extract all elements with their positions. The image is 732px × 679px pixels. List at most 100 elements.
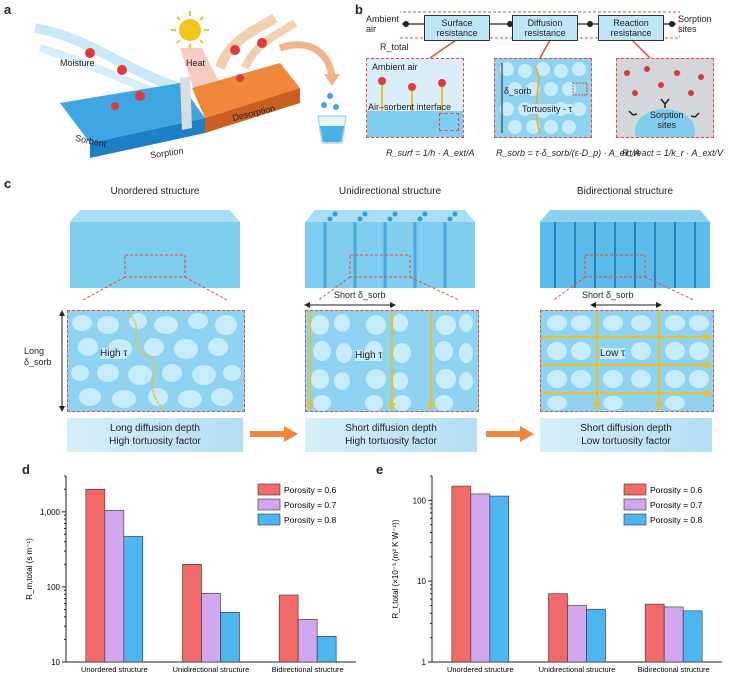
surface-resistance-box: Surface resistance (424, 15, 490, 41)
bar (470, 493, 491, 663)
bar (567, 605, 587, 663)
caption-unordered: Long diffusion depth High tortuosity fac… (67, 418, 243, 452)
y-tick-label: 1,000 (40, 508, 61, 517)
panel-b-label: b (355, 2, 363, 17)
diffusion-inset (494, 58, 592, 138)
caption-unidirectional-line1: Short diffusion depth (345, 423, 437, 434)
ambient-air-label: Ambient air (366, 14, 400, 34)
legend-swatch (623, 513, 647, 526)
sorbent-block (60, 83, 205, 143)
structure-title-unidirectional: Unidirectional structure (338, 186, 442, 197)
tau-unidirectional: High τ (355, 350, 383, 361)
short-delta-label-1: Short δ_sorb (334, 290, 386, 300)
short-delta-label-2: Short δ_sorb (582, 290, 634, 300)
panel-a-label: a (4, 2, 12, 17)
legend-label: Porosity = 0.8 (284, 515, 336, 525)
equation-sorb: R_sorb = τ·δ_sorb/(ε·D_p) · A_ext/A (496, 148, 641, 158)
zoom-bidirectional (540, 310, 714, 412)
inset-interface: Air–sorbent interface (368, 102, 452, 112)
legend-swatch (257, 498, 281, 511)
panel-e-label: e (376, 462, 384, 477)
bar (586, 608, 606, 663)
zoom-unidirectional (305, 310, 479, 412)
legend-swatch (257, 483, 281, 496)
sun-icon (171, 11, 209, 49)
y-tick-label: 10 (51, 658, 60, 667)
diffusion-resistance-box: Diffusion resistance (512, 15, 578, 41)
tau-bidirectional: Low τ (600, 348, 626, 359)
heat-label: Heat (186, 58, 206, 68)
legend-label: Porosity = 0.6 (284, 485, 336, 495)
caption-unordered-line1: Long diffusion depth (110, 423, 200, 434)
long-delta-arrow (59, 310, 65, 412)
equation-react: R_react = 1/k_r · A_ext/V (622, 148, 723, 158)
inset-delta: δ_sorb (504, 86, 532, 96)
structure-blocks (70, 210, 710, 300)
bar (278, 594, 299, 663)
x-tick-label: Bidirectional structure (638, 665, 710, 674)
surface-inset (366, 58, 464, 138)
x-tick-label: Unordered structure (447, 665, 514, 674)
bar (644, 603, 665, 663)
arrow-right-icon (486, 426, 534, 442)
legend-swatch (623, 498, 647, 511)
legend-label: Porosity = 0.8 (650, 515, 702, 525)
water-cup-icon (317, 115, 347, 144)
long-delta-label: Long δ_sorb (24, 346, 52, 367)
moisture-label: Moisture (60, 58, 95, 68)
panel-d-label: d (22, 462, 30, 477)
bar (663, 606, 684, 663)
bar (104, 509, 125, 663)
legend-label: Porosity = 0.7 (650, 500, 702, 510)
desorption-block (192, 63, 300, 118)
bar (182, 564, 202, 663)
y-tick-label: 10 (417, 577, 426, 586)
x-tick-label: Unordered structure (81, 665, 148, 674)
water-drop-icon (321, 93, 339, 110)
bar (489, 495, 510, 663)
reaction-resistance-box: Reaction resistance (598, 15, 664, 41)
sorption-sites-label: Sorption sites (678, 14, 712, 34)
caption-bidirectional-line2: Low tortuosity factor (581, 436, 671, 447)
bar (220, 611, 240, 663)
short-delta-arrows (304, 302, 662, 308)
inset-sorption-sites: Sorption sites (650, 110, 684, 130)
caption-unidirectional-line2: High tortuosity factor (345, 436, 437, 447)
arrow-right-icon (250, 426, 298, 442)
bar (548, 593, 568, 663)
x-tick-label: Bidirectional structure (272, 665, 344, 674)
panel-a-illustration (34, 11, 347, 158)
structure-title-unordered: Unordered structure (110, 186, 200, 197)
caption-arrows (250, 426, 534, 442)
caption-bidirectional-line1: Short diffusion depth (580, 423, 672, 434)
bar (451, 485, 472, 663)
legend-swatch (257, 513, 281, 526)
y-tick-label: 100 (413, 496, 427, 505)
x-tick-label: Unidirectional structure (173, 665, 250, 674)
zoom-unordered (67, 310, 245, 412)
equation-surf: R_surf = 1/h · A_ext/A (386, 148, 475, 158)
y-tick-label: 1 (422, 658, 427, 667)
inset-ambient-air: Ambient air (372, 62, 418, 72)
caption-unordered-line2: High tortuosity factor (109, 436, 201, 447)
legend-swatch (623, 483, 647, 496)
bar (316, 635, 337, 663)
y-axis-label: R_t,total (×10⁻³ (m² K W⁻¹)) (391, 519, 400, 618)
y-tick-label: 100 (47, 583, 61, 592)
caption-unidirectional: Short diffusion depth High tortuosity fa… (305, 418, 477, 452)
y-axis-label: R_m,total (s m⁻¹) (25, 538, 34, 600)
bar (297, 619, 318, 663)
legend-label: Porosity = 0.7 (284, 500, 336, 510)
legend-label: Porosity = 0.6 (650, 485, 702, 495)
bar (201, 593, 221, 663)
panel-c-label: c (4, 176, 12, 191)
x-tick-label: Unidirectional structure (539, 665, 616, 674)
inset-tortuosity: Tortuosity - τ (522, 104, 573, 114)
structure-title-bidirectional: Bidirectional structure (576, 186, 674, 197)
reaction-inset (616, 58, 714, 138)
bar (682, 610, 703, 663)
bar (123, 536, 144, 663)
tau-unordered: High τ (100, 348, 128, 359)
